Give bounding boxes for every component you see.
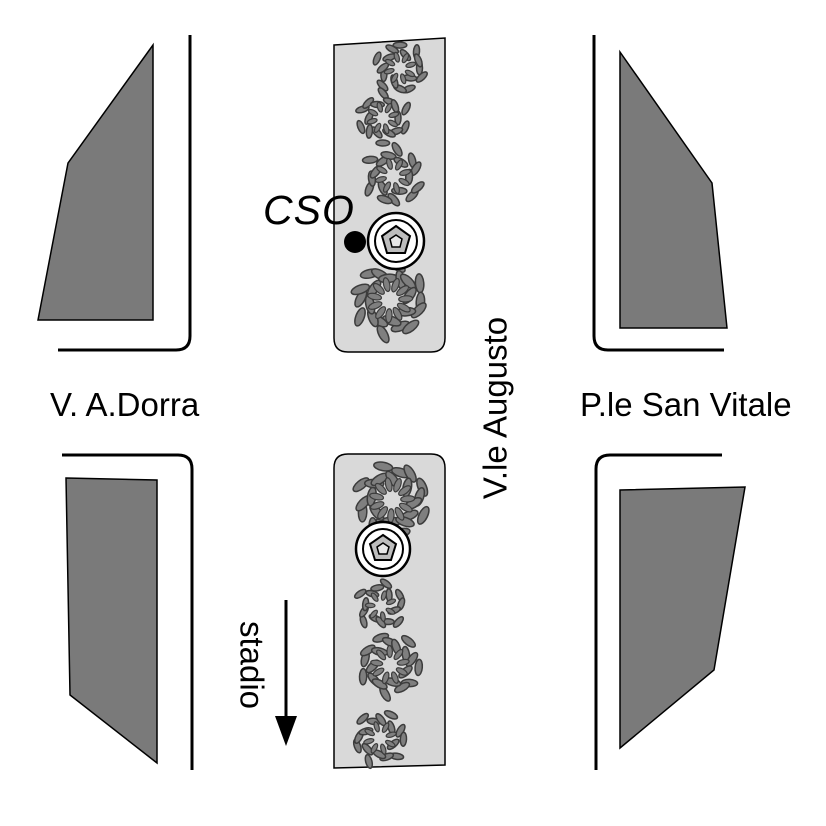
street-label-east: P.le San Vitale [580, 386, 792, 423]
building-ne-icon [619, 49, 728, 329]
direction-label: stadio [233, 620, 271, 710]
street-lamp-north-icon [366, 211, 426, 271]
cso-marker-label: CSO [263, 187, 355, 233]
curb-ne [592, 35, 724, 352]
street-lamps [354, 211, 426, 578]
road-curbs [58, 35, 724, 770]
medians [333, 37, 446, 769]
street-lamp-south-icon [354, 520, 412, 578]
building-se-icon [619, 486, 746, 750]
buildings [37, 42, 746, 765]
cso-location-dot-icon [344, 231, 366, 253]
curb-sw [62, 453, 194, 770]
building-sw-icon [65, 477, 158, 765]
tree-canopy-icon [350, 258, 427, 344]
tree-canopy-icon [358, 632, 424, 702]
curb-nw [58, 35, 192, 352]
direction-arrow-icon [275, 600, 297, 746]
street-label-main: V.le Augusto [476, 316, 514, 500]
tree-canopy-icon [353, 578, 406, 629]
tree-canopy-icon [361, 141, 425, 207]
building-nw-icon [37, 42, 154, 321]
tree-row [350, 41, 430, 770]
street-label-west: V. A.Dorra [50, 386, 200, 423]
tree-canopy-icon [352, 710, 408, 770]
tree-canopy-icon [355, 87, 411, 147]
tree-canopy-icon [372, 41, 428, 94]
curb-se [594, 453, 722, 770]
